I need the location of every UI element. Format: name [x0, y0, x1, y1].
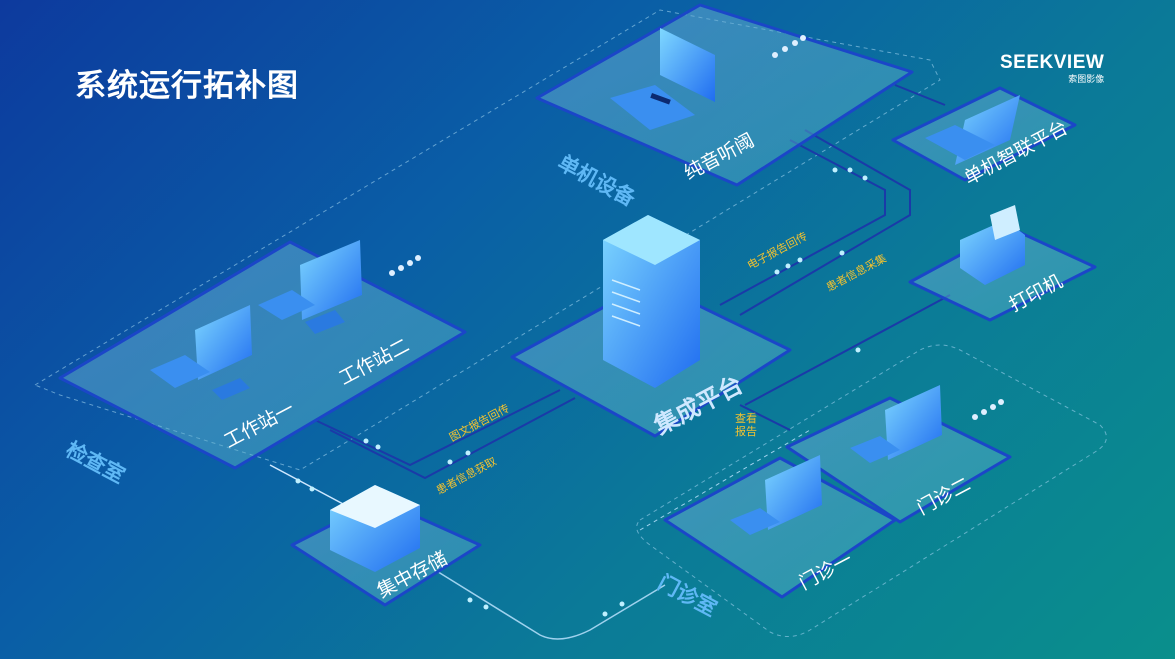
laptop-icon [925, 95, 1020, 165]
flow-label-view-report: 查看报告 [735, 412, 757, 438]
seekview-logo: SEEKVIEW 索图影像 [1000, 52, 1105, 85]
standalone-platform [535, 3, 914, 187]
page-title: 系统运行拓补图 [75, 68, 299, 104]
computer-icon-ws2 [258, 240, 362, 334]
printer-icon [960, 205, 1025, 285]
server-icon [603, 215, 700, 388]
more-dots-icons [389, 35, 1004, 420]
computer-icon-ws1 [150, 305, 252, 400]
computer-icon-audiometer [610, 28, 715, 130]
storage-icon [330, 485, 420, 572]
flow-dots [295, 167, 868, 617]
computer-icon-clinic2 [850, 385, 942, 463]
computer-icon-clinic1 [730, 455, 822, 535]
clinic2-platform [785, 396, 1012, 524]
clinic-zone-outline [636, 344, 1107, 637]
exam-room-platform [58, 240, 467, 470]
